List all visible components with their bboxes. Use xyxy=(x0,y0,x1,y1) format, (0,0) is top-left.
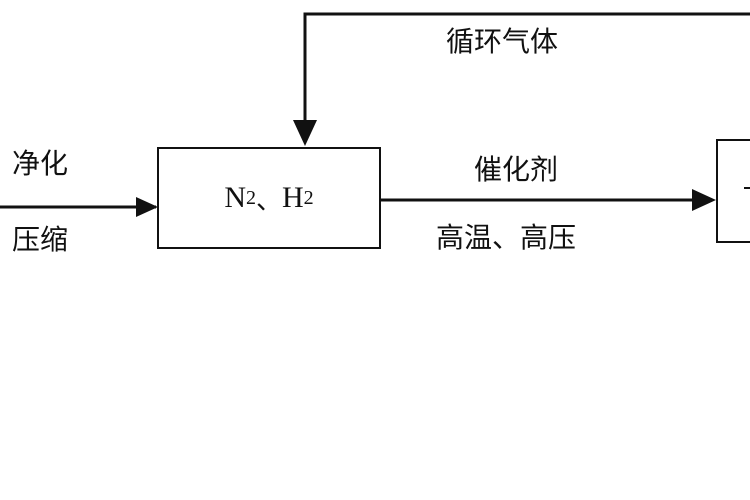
purify-label: 净化 xyxy=(12,147,69,180)
conditions-label: 高温、高压 xyxy=(436,221,577,254)
inlet-arrowhead xyxy=(136,197,158,217)
recycle-gas-label: 循环气体 xyxy=(446,25,559,58)
reaction-arrowhead xyxy=(692,189,716,211)
species-nitrogen: N xyxy=(224,181,246,214)
species-hydrogen-subscript: 2 xyxy=(303,186,314,209)
product-box xyxy=(716,139,750,243)
species-hydrogen: H xyxy=(282,181,304,214)
species-separator: 、 xyxy=(255,185,282,216)
recycle-line xyxy=(303,12,750,122)
recycle-arrowhead xyxy=(293,120,317,146)
feed-box xyxy=(157,147,381,249)
catalyst-label: 催化剂 xyxy=(474,153,559,186)
compress-label: 压缩 xyxy=(12,223,69,256)
species-nitrogen-subscript: 2 xyxy=(245,186,256,209)
